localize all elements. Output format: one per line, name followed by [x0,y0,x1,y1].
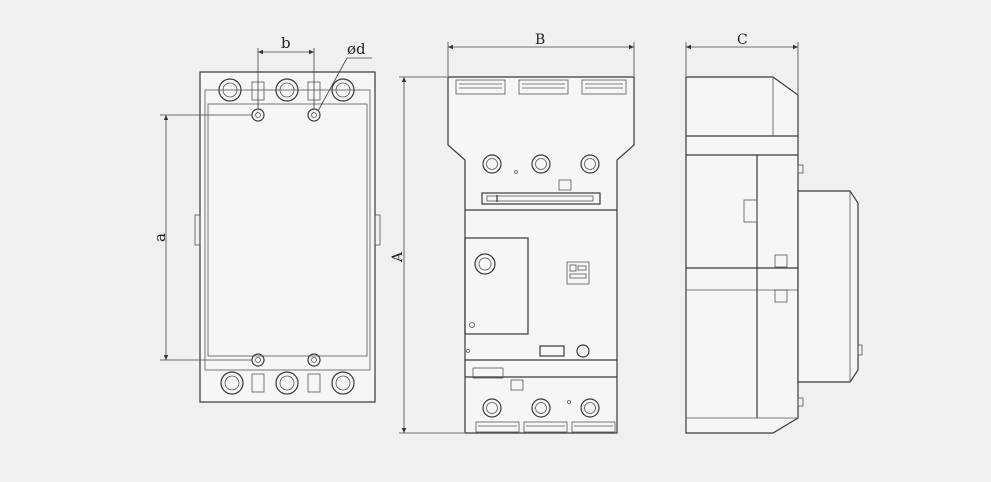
dimension-label-C: C [737,32,748,48]
dimension-d-leader [317,57,372,112]
test-button [466,344,590,358]
mounting-plate-view: b ød a [151,34,381,403]
front-bottom-terminal-covers [475,421,616,433]
dimension-label-b: b [281,34,291,52]
dimension-C [685,42,799,94]
dimension-B [447,42,635,76]
operating-handle [465,179,617,211]
side-view: C [685,32,863,434]
dimension-label-d: ød [347,40,366,58]
bottom-terminal-row [220,371,355,395]
front-top-terminal-covers [455,79,627,95]
dimension-A [399,76,464,434]
dimension-a [160,114,252,361]
front-view: B A [390,32,635,434]
front-cover-protrusion [797,190,863,383]
dimension-label-a: a [151,233,169,242]
dimension-label-A: A [390,251,406,263]
indicator-block [566,261,590,285]
adjustment-panel [464,237,529,335]
dimension-label-B: B [535,32,545,48]
dimension-b [257,48,315,109]
